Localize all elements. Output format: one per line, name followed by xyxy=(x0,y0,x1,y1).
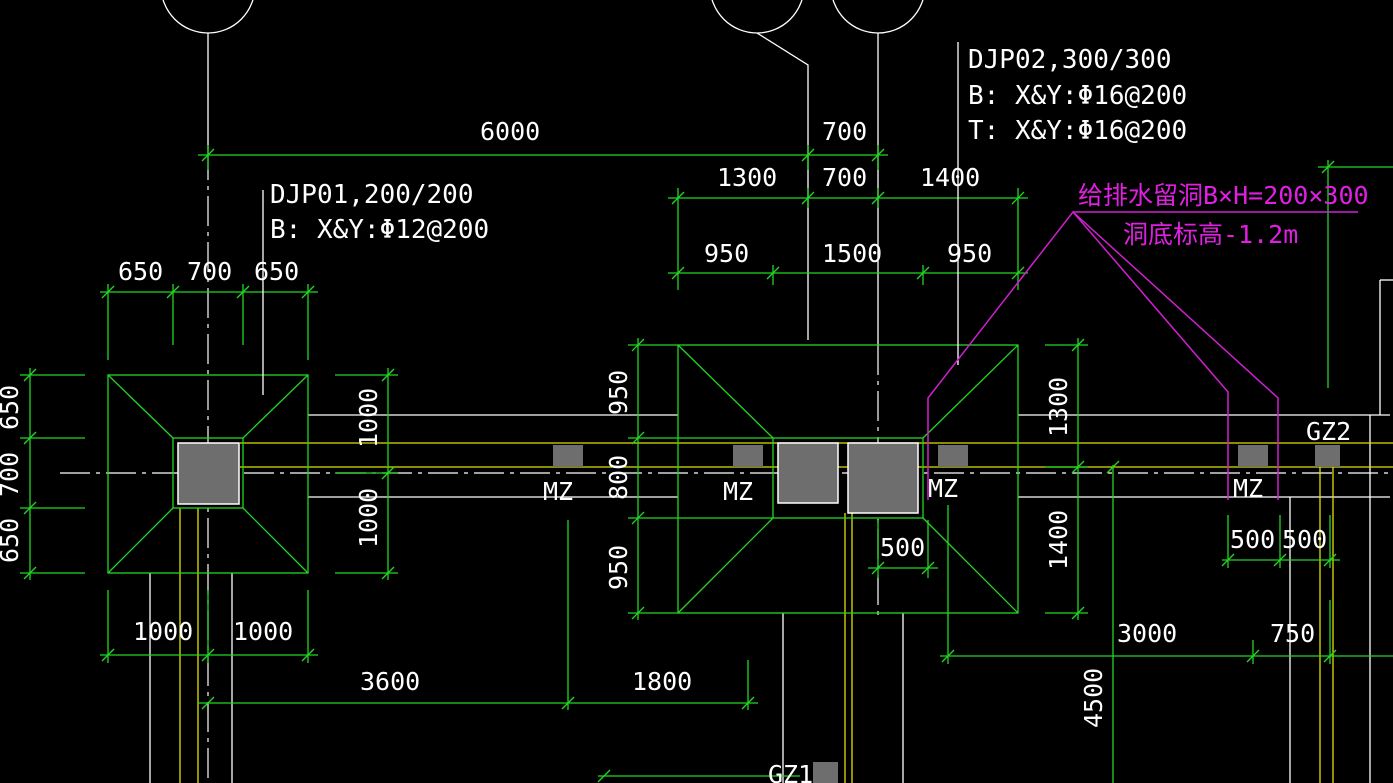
axis-bubbles xyxy=(162,0,924,345)
dimension-lines xyxy=(20,145,1393,783)
column xyxy=(177,442,240,505)
dim-text: 800 xyxy=(604,455,633,500)
dim-text: 1800 xyxy=(632,667,692,696)
posts xyxy=(553,445,1340,783)
column xyxy=(777,442,839,504)
dim-text: 3000 xyxy=(1117,619,1177,648)
foundation-djp01[interactable] xyxy=(107,374,309,574)
tag-mz: MZ xyxy=(1233,474,1263,503)
leaders xyxy=(262,42,959,395)
dim-text: 500 xyxy=(1282,525,1327,554)
foundation-djp02[interactable] xyxy=(677,344,1019,614)
dim-text: 1000 xyxy=(354,388,383,448)
dim-text: 1300 xyxy=(717,163,777,192)
axis-bubble-left xyxy=(162,0,254,34)
dim-text: 500 xyxy=(880,533,925,562)
drainage-opening-annotation xyxy=(927,210,1358,500)
dim-text: 700 xyxy=(822,117,867,146)
axis-bubble-mid xyxy=(711,0,803,34)
djp02-label: DJP02,300/300 xyxy=(968,45,1172,75)
dim-text: 1400 xyxy=(920,163,980,192)
dim-text: 950 xyxy=(947,239,992,268)
column xyxy=(847,442,919,514)
dim-text: 1400 xyxy=(1044,510,1073,570)
djp01-rebar: B: X&Y:Φ12@200 xyxy=(270,215,489,245)
dim-text: 1300 xyxy=(1044,377,1073,437)
dim-text: 950 xyxy=(704,239,749,268)
djp02-rebar-bottom: B: X&Y:Φ16@200 xyxy=(968,81,1187,111)
walls xyxy=(149,279,1393,783)
dim-text: 650 xyxy=(0,385,24,430)
dim-text: 500 xyxy=(1230,525,1275,554)
djp01-label: DJP01,200/200 xyxy=(270,180,474,210)
dim-text: 6000 xyxy=(480,117,540,146)
tag-gz2: GZ2 xyxy=(1306,417,1351,446)
dim-text: 1000 xyxy=(233,617,293,646)
drainage-opening-elevation: 洞底标高-1.2m xyxy=(1123,220,1298,249)
tag-mz: MZ xyxy=(723,477,753,506)
dim-text: 750 xyxy=(1270,619,1315,648)
dim-text: 700 xyxy=(822,163,867,192)
dim-text: 650 xyxy=(254,257,299,286)
dim-text: 700 xyxy=(187,257,232,286)
dim-text: 1000 xyxy=(354,488,383,548)
dim-text: 650 xyxy=(118,257,163,286)
axis-bubble-right xyxy=(832,0,924,34)
djp02-rebar-top: T: X&Y:Φ16@200 xyxy=(968,116,1187,146)
dim-text: 950 xyxy=(604,370,633,415)
dim-text: 3600 xyxy=(360,667,420,696)
drainage-opening-size: 给排水留洞B×H=200×300 xyxy=(1078,181,1369,210)
dim-text: 950 xyxy=(604,545,633,590)
dim-text: 650 xyxy=(0,518,24,563)
dim-text: 1500 xyxy=(822,239,882,268)
dim-text: 700 xyxy=(0,452,24,497)
tag-mz: MZ xyxy=(928,474,958,503)
tag-mz: MZ xyxy=(543,477,573,506)
dim-text: 1000 xyxy=(133,617,193,646)
axis-centerlines xyxy=(60,150,1390,783)
dim-text: 4500 xyxy=(1079,668,1108,728)
tag-gz1: GZ1 xyxy=(768,760,813,783)
